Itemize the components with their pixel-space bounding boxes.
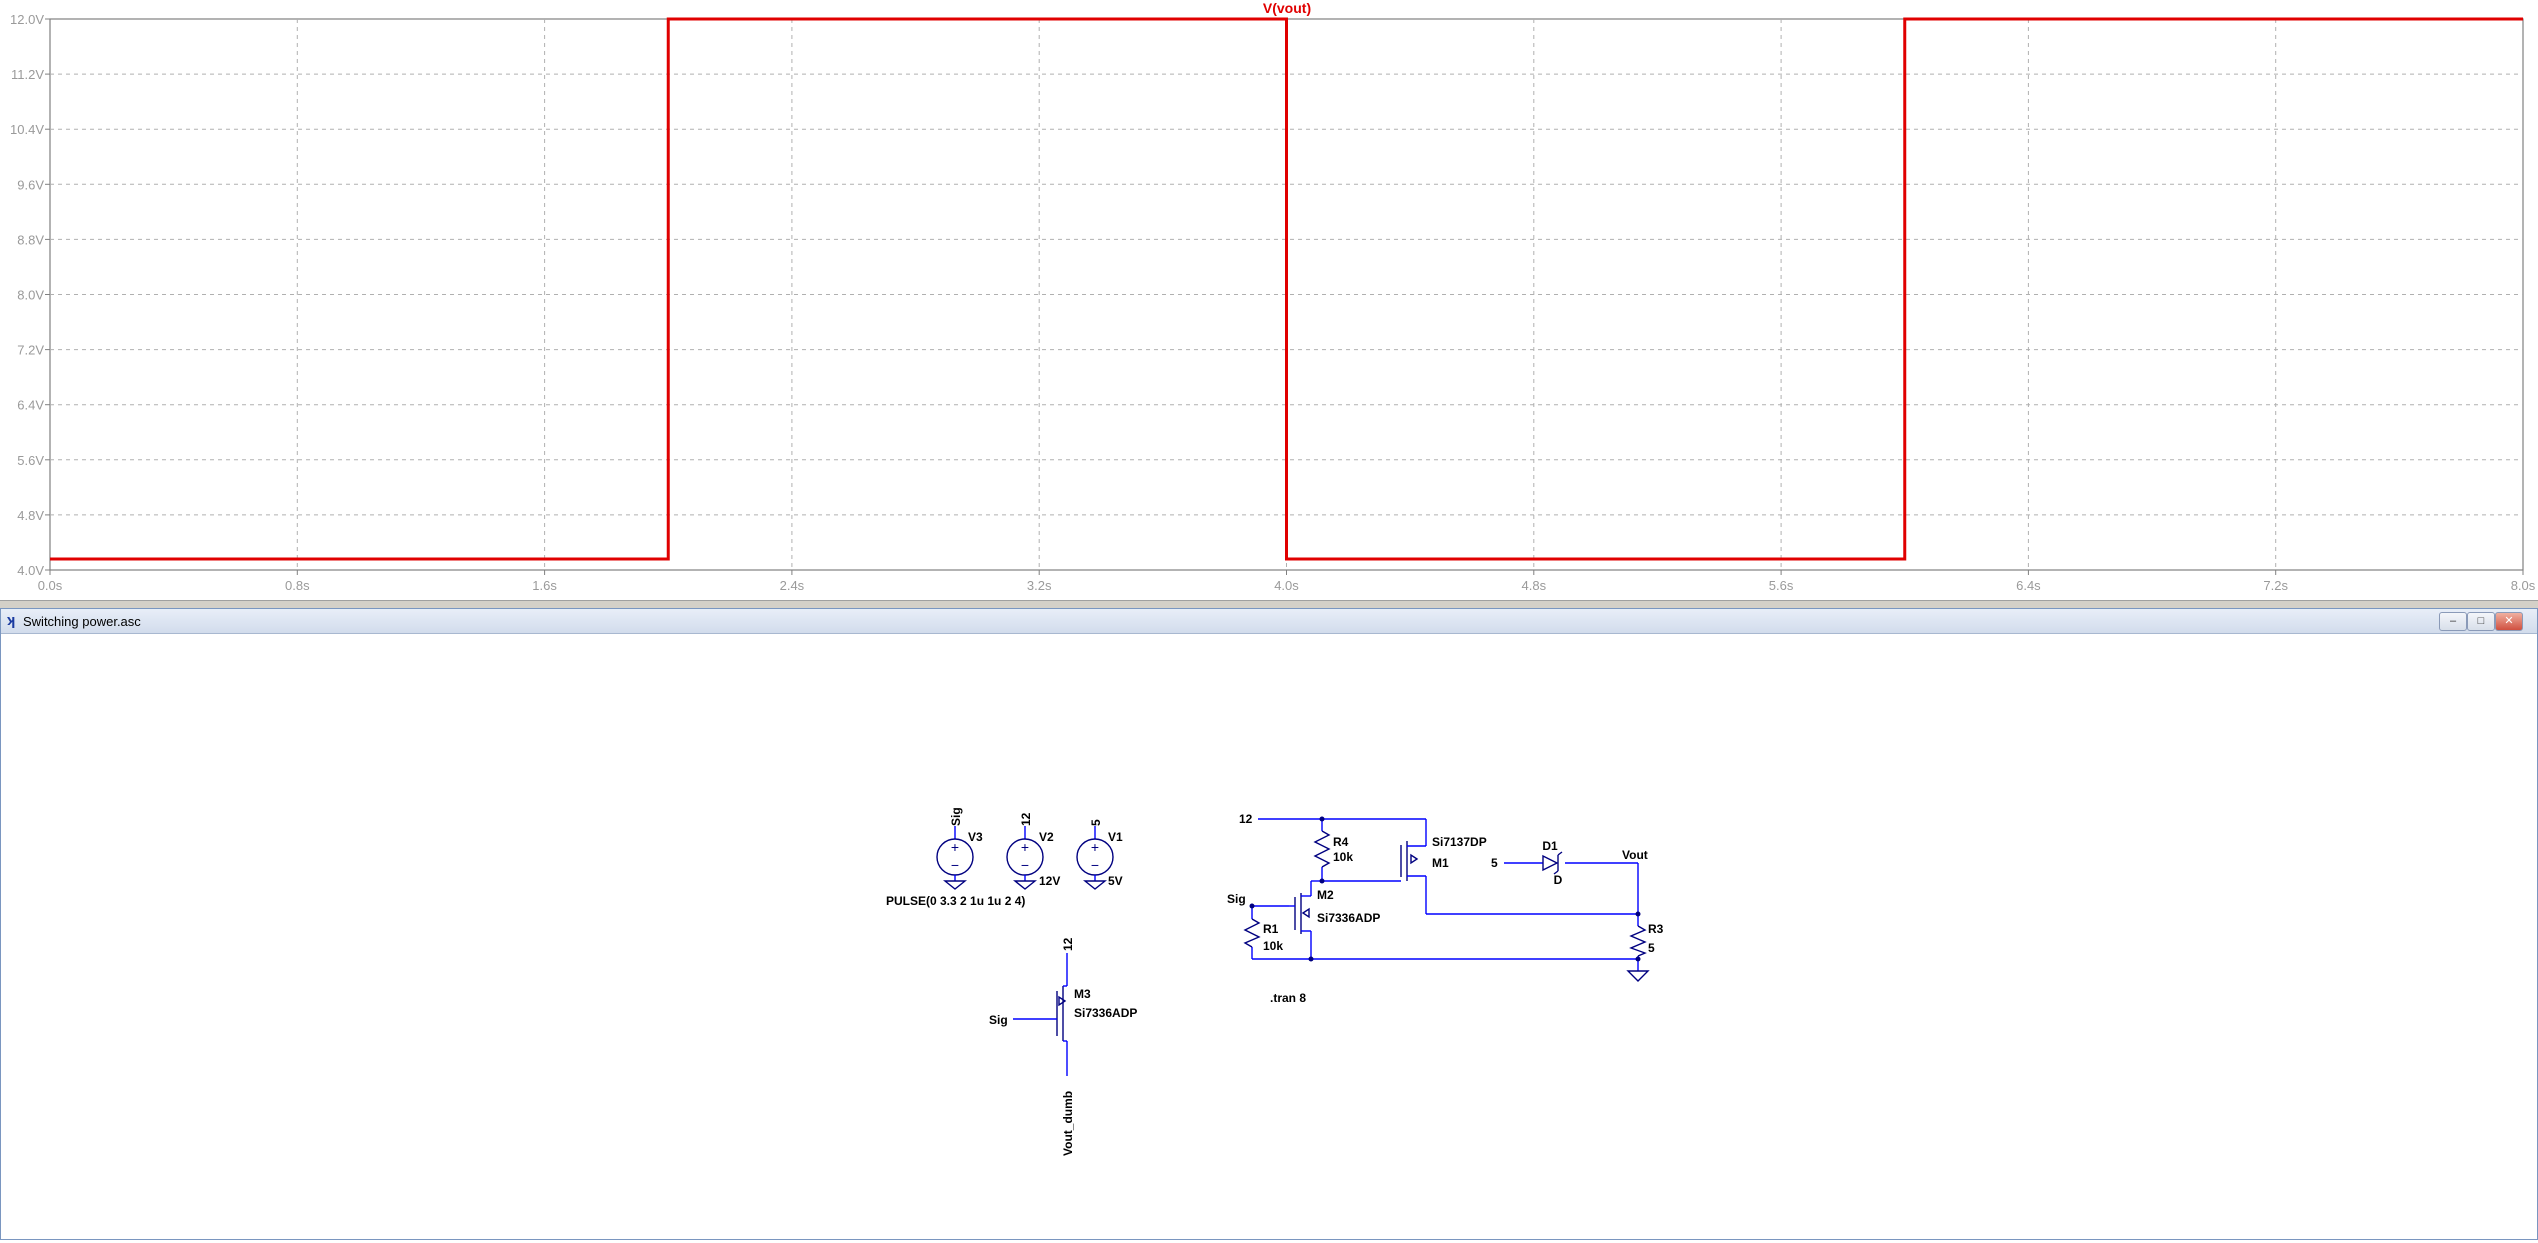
y-tick-label: 8.8V (17, 232, 44, 247)
m3-source-net: Vout_dumb (1061, 1091, 1075, 1156)
v2-value: 12V (1039, 874, 1060, 888)
svg-text:+: + (1021, 839, 1029, 855)
v1-value: 5V (1108, 874, 1123, 888)
x-tick-label: 7.2s (2263, 578, 2288, 593)
net-label-5: 5 (1089, 819, 1103, 826)
voltage-source-v2[interactable]: + − 12 V2 12V (1006, 812, 1060, 890)
m1-name: M1 (1432, 856, 1449, 870)
schematic-drawing[interactable]: + − Sig V3 PULSE(0 3.3 2 1u 1u 2 4) + − … (1, 634, 2537, 1238)
diode-d1[interactable]: D1 D (1542, 839, 1563, 887)
y-tick-label: 6.4V (17, 398, 44, 413)
mosfet-m2[interactable]: M2 Si7336ADP (1289, 888, 1380, 934)
close-button[interactable]: ✕ (2495, 612, 2523, 631)
maximize-button[interactable]: □ (2467, 612, 2495, 631)
r3-value: 5 (1648, 941, 1655, 955)
mosfet-m1[interactable]: Si7137DP M1 (1400, 835, 1487, 891)
resistor-r1[interactable]: R1 10k (1243, 918, 1283, 953)
ltspice-icon: ʞ (7, 612, 16, 629)
voltage-source-v3[interactable]: + − Sig V3 PULSE(0 3.3 2 1u 1u 2 4) (886, 807, 1025, 908)
svg-text:−: − (951, 857, 959, 873)
x-tick-label: 0.8s (285, 578, 310, 593)
y-tick-label: 4.8V (17, 508, 44, 523)
x-tick-label: 0.0s (38, 578, 63, 593)
y-tick-label: 9.6V (17, 177, 44, 192)
net-label-sig-main: Sig (1227, 892, 1246, 906)
x-tick-label: 1.6s (532, 578, 557, 593)
y-tick-label: 8.0V (17, 288, 44, 303)
v3-name: V3 (968, 830, 983, 844)
voltage-source-v1[interactable]: + − 5 V1 5V (1076, 819, 1123, 890)
m3-model: Si7336ADP (1074, 1006, 1137, 1020)
x-tick-label: 8.0s (2511, 578, 2536, 593)
net-label-vout: Vout (1622, 848, 1648, 862)
m2-model: Si7336ADP (1317, 911, 1380, 925)
window-title: Switching power.asc (23, 614, 141, 629)
net-label-sig: Sig (949, 807, 963, 826)
net-label-5-main: 5 (1491, 856, 1498, 870)
net-label-12-main: 12 (1239, 812, 1253, 826)
r1-name: R1 (1263, 922, 1279, 936)
waveform-plot[interactable]: 0.0s 0.8s 1.6s 2.4s 3.2s 4.0s 4.8s 5.6s 6.4s 7.2s… (0, 0, 2538, 600)
svg-text:−: − (1091, 857, 1099, 873)
x-tick-label: 4.0s (1274, 578, 1299, 593)
trace-vout[interactable] (50, 17, 2523, 561)
window-divider[interactable] (0, 600, 2538, 609)
x-tick-label: 4.8s (1522, 578, 1547, 593)
r1-value: 10k (1263, 939, 1283, 953)
spice-directive[interactable]: .tran 8 (1270, 991, 1306, 1005)
x-tick-label: 5.6s (1769, 578, 1794, 593)
waveform-panel[interactable]: 0.0s 0.8s 1.6s 2.4s 3.2s 4.0s 4.8s 5.6s 6.4s 7.2s… (0, 0, 2538, 600)
svg-text:+: + (951, 839, 959, 855)
d1-name: D1 (1542, 839, 1558, 853)
d1-model: D (1554, 873, 1563, 887)
resistor-r3[interactable]: R3 5 (1629, 922, 1664, 957)
v3-value: PULSE(0 3.3 2 1u 1u 2 4) (886, 894, 1025, 908)
m1-model: Si7137DP (1432, 835, 1487, 849)
y-tick-label: 5.6V (17, 453, 44, 468)
y-tick-label: 7.2V (17, 343, 44, 358)
m3-gate-net: Sig (989, 1013, 1008, 1027)
junction-dots (1249, 816, 1641, 962)
minimize-button[interactable]: ‒ (2439, 612, 2467, 631)
m3-name: M3 (1074, 987, 1091, 1001)
schematic-titlebar[interactable]: ʞ Switching power.asc ‒ □ ✕ (1, 609, 2537, 634)
y-tick-label: 11.2V (11, 67, 44, 82)
schematic-window: ʞ Switching power.asc ‒ □ ✕ + − Sig V3 P… (0, 608, 2538, 1240)
resistor-r4[interactable]: R4 10k (1313, 830, 1353, 868)
svg-text:+: + (1091, 839, 1099, 855)
schematic-canvas[interactable]: + − Sig V3 PULSE(0 3.3 2 1u 1u 2 4) + − … (1, 634, 2537, 1238)
r4-name: R4 (1333, 835, 1349, 849)
x-tick-label: 6.4s (2016, 578, 2041, 593)
r4-value: 10k (1333, 850, 1353, 864)
r3-name: R3 (1648, 922, 1664, 936)
y-tick-label: 12.0V (10, 12, 44, 27)
v2-name: V2 (1039, 830, 1054, 844)
net-label-12: 12 (1019, 812, 1033, 826)
y-tick-label: 10.4V (10, 122, 44, 137)
m3-drain-net: 12 (1061, 937, 1075, 951)
x-tick-label: 2.4s (780, 578, 805, 593)
svg-text:−: − (1021, 857, 1029, 873)
mosfet-m3[interactable]: 12 M3 Si7336ADP Sig Vout_dumb (989, 937, 1137, 1156)
v1-name: V1 (1108, 830, 1123, 844)
m2-name: M2 (1317, 888, 1334, 902)
x-tick-label: 3.2s (1027, 578, 1052, 593)
ground-symbol[interactable] (1626, 970, 1650, 982)
trace-label[interactable]: V(vout) (1263, 0, 1311, 16)
y-tick-label: 4.0V (17, 563, 44, 578)
